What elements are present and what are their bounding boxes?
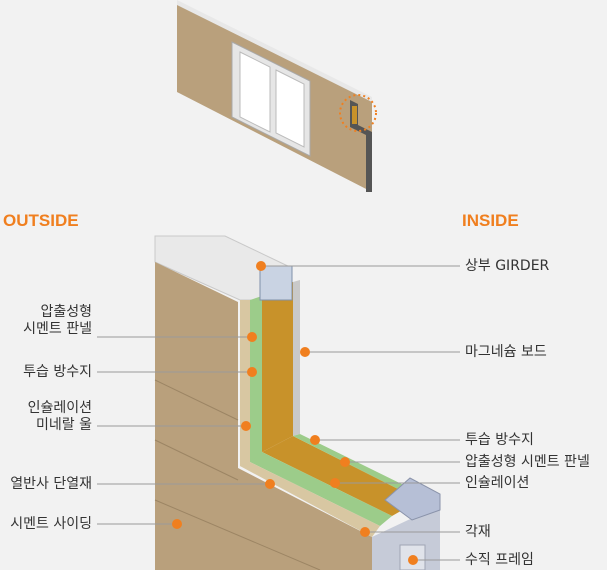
label-lumber: 각재 [465, 524, 491, 540]
label-breathable-membrane-left: 투습 방수지 [23, 364, 92, 380]
wall-detail [154, 235, 441, 570]
leader-lines [97, 265, 460, 561]
label-reflective-insulation: 열반사 단열재 [10, 476, 92, 492]
label-mineral-wool: 인슐레이션 미네랄 울 [28, 400, 92, 434]
label-extruded-cement-panel-right: 압출성형 시멘트 판넬 [465, 454, 590, 470]
label-insulation: 인슐레이션 [465, 475, 530, 491]
wall-overview [177, 0, 377, 192]
label-upper-girder: 상부 GIRDER [465, 258, 550, 274]
marker-dots [172, 261, 418, 565]
label-breathable-membrane-right: 투습 방수지 [465, 432, 534, 448]
label-line: 시멘트 판넬 [23, 321, 92, 337]
label-magnesium-board: 마그네슘 보드 [465, 344, 547, 360]
label-line: 미네랄 울 [36, 417, 92, 433]
label-vertical-frame: 수직 프레임 [465, 552, 534, 568]
inside-heading: INSIDE [462, 211, 519, 230]
label-extruded-cement-panel-left: 압출성형 시멘트 판넬 [23, 304, 92, 338]
label-line: 인슐레이션 [27, 400, 92, 416]
detail-highlight-circle [339, 94, 377, 132]
label-line: 압출성형 [40, 304, 92, 320]
outside-heading: OUTSIDE [3, 211, 79, 230]
label-cement-siding: 시멘트 사이딩 [10, 516, 92, 532]
